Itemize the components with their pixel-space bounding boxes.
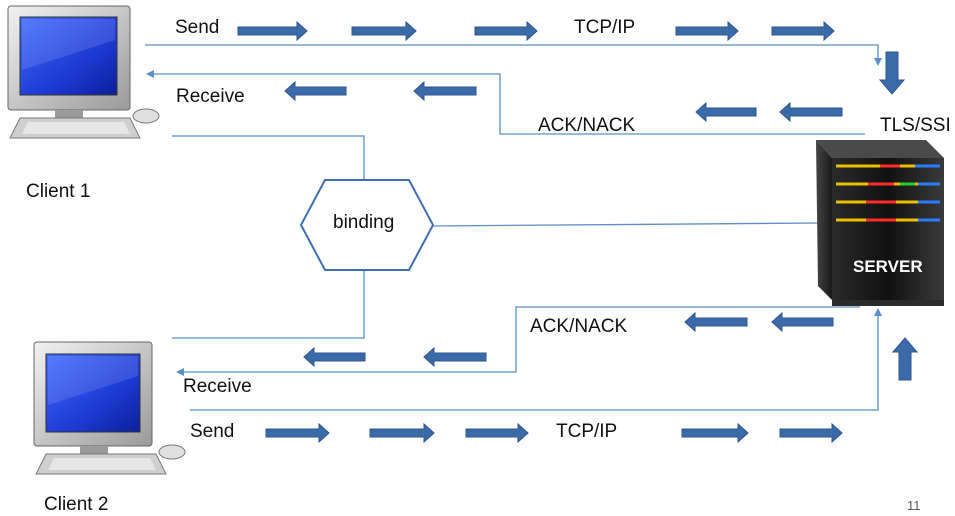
receive-arrow-top-1 [284, 80, 347, 102]
tcp-ip-label-top: TCP/IP [574, 17, 636, 38]
send-arrow-top-4 [675, 20, 739, 42]
server-tower-icon [816, 140, 944, 306]
client2-label: Client 2 [44, 494, 109, 515]
binding-hexagon [299, 179, 435, 271]
client2-computer-icon [33, 341, 186, 475]
send-label-top: Send [175, 17, 220, 38]
down-arrow-to-server [878, 51, 906, 95]
top-send-line-arrowhead [874, 58, 882, 66]
send-arrow-top-2 [351, 20, 417, 42]
ack-nack-label-bottom: ACK/NACK [530, 316, 628, 337]
ack-arrow-top-1 [695, 101, 757, 123]
page-number: 11 [907, 498, 921, 513]
bottom-send-line-arrowhead [874, 308, 882, 316]
receive-arrow-bottom-1 [303, 346, 366, 368]
binding-label: binding [333, 212, 395, 233]
top-receive-line-arrowhead [146, 70, 154, 78]
tcp-ip-label-bottom: TCP/IP [556, 421, 618, 442]
send-arrow-bottom-1 [265, 422, 330, 444]
ack-arrow-top-2 [779, 101, 843, 123]
bottom-receive-line-arrowhead [176, 368, 184, 376]
receive-label-top: Receive [176, 86, 245, 107]
connector-lines [145, 44, 879, 411]
send-arrow-bottom-3 [465, 422, 529, 444]
ack-nack-label-top: ACK/NACK [538, 115, 636, 136]
receive-arrow-bottom-2 [423, 346, 487, 368]
tls-ssl-label: TLS/SSI [880, 115, 951, 136]
send-arrow-bottom-2 [369, 422, 435, 444]
client1-computer-icon [7, 5, 160, 139]
client1-label: Client 1 [26, 181, 91, 202]
send-label-bottom: Send [190, 421, 235, 442]
up-arrow-to-server [891, 337, 919, 381]
send-arrow-bottom-4 [681, 422, 749, 444]
ack-arrow-bottom-2 [771, 311, 834, 333]
ack-arrow-bottom-1 [684, 311, 748, 333]
send-arrow-top-5 [771, 20, 835, 42]
receive-label-bottom: Receive [183, 376, 252, 397]
send-arrow-top-1 [237, 20, 308, 42]
send-arrow-top-3 [474, 20, 538, 42]
receive-arrow-top-2 [413, 80, 477, 102]
server-label: SERVER [853, 257, 923, 276]
send-arrow-bottom-5 [779, 422, 843, 444]
